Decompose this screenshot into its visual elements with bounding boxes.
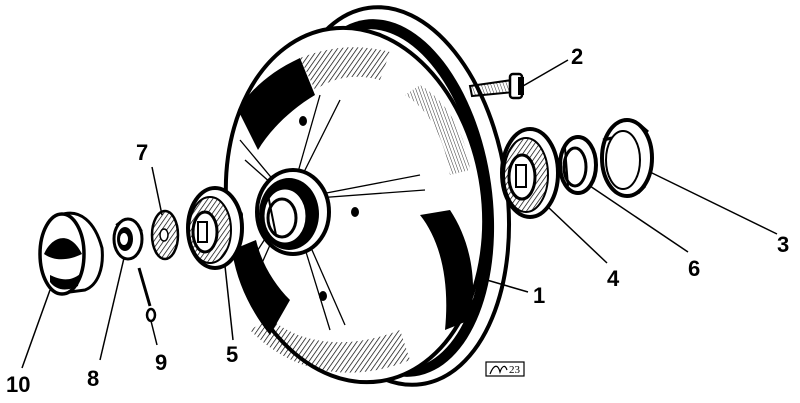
callout-8: 8 xyxy=(87,366,99,391)
callout-7: 7 xyxy=(136,140,148,165)
callout-5: 5 xyxy=(226,342,238,367)
callout-3: 3 xyxy=(777,232,789,257)
figure-stamp: 23 xyxy=(485,361,525,377)
callout-10: 10 xyxy=(6,372,30,397)
leader-lines xyxy=(21,59,778,369)
callout-1: 1 xyxy=(533,283,545,308)
seal-ring xyxy=(558,135,598,195)
wheel-bolt xyxy=(468,72,524,100)
callouts: 1 2 3 4 5 6 7 8 9 10 xyxy=(6,44,789,397)
washer xyxy=(150,209,180,261)
brake-drum xyxy=(223,5,512,387)
stamp-number: 23 xyxy=(509,364,521,376)
drum-hub-boss xyxy=(255,168,331,256)
callout-6: 6 xyxy=(688,256,700,281)
spring-ring xyxy=(600,118,654,198)
callout-4: 4 xyxy=(607,266,620,291)
callout-2: 2 xyxy=(571,44,583,69)
outer-bearing xyxy=(186,186,244,270)
hub-cap xyxy=(38,211,104,296)
castle-nut xyxy=(112,217,144,261)
cotter-pin xyxy=(137,267,157,323)
callout-9: 9 xyxy=(155,350,167,375)
inner-bearing xyxy=(500,127,560,219)
